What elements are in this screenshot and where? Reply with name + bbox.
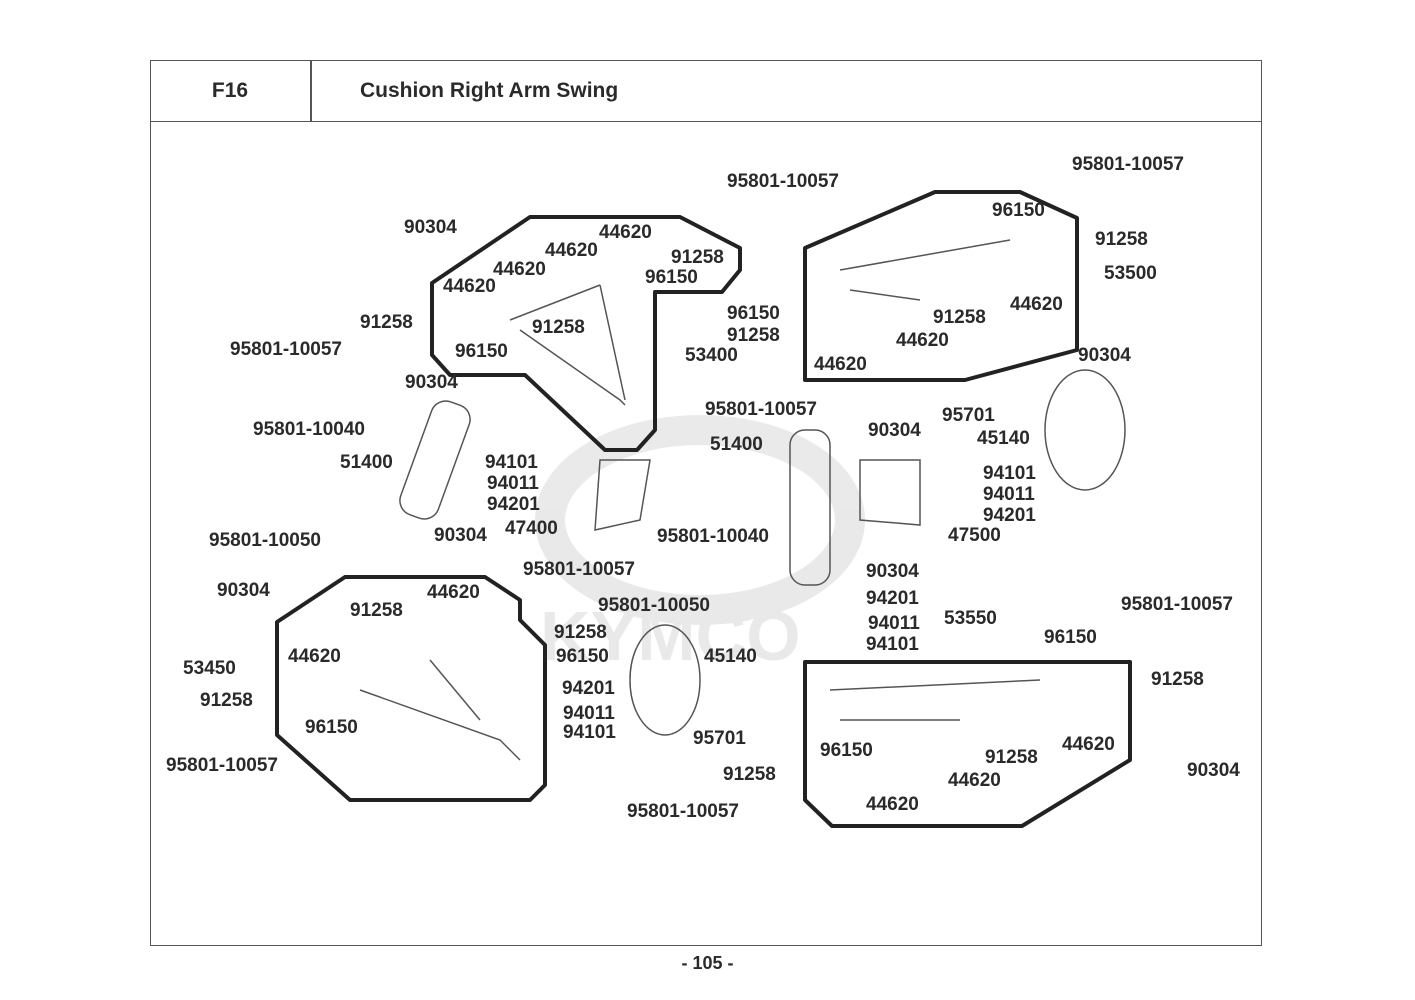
lower-arm-left [359, 659, 521, 761]
part-number-callout: 95801-10057 [230, 339, 342, 360]
part-number-callout: 94201 [562, 678, 615, 699]
part-number-callout: 95801-10050 [598, 595, 710, 616]
part-number-callout: 94201 [983, 505, 1036, 526]
part-number-callout: 44620 [1010, 294, 1063, 315]
lower-arm-right [829, 679, 1041, 721]
part-number-callout: 90304 [434, 525, 487, 546]
part-number-callout: 44620 [443, 276, 496, 297]
part-number-callout: 44620 [599, 222, 652, 243]
header-row [150, 60, 1262, 122]
diagram-frame [150, 60, 1262, 946]
part-number-callout: 44620 [1062, 734, 1115, 755]
part-number-callout: 94201 [866, 588, 919, 609]
shock-absorber-right [789, 429, 831, 586]
part-number-callout: 44620 [288, 646, 341, 667]
knuckle-left [594, 459, 651, 531]
part-number-callout: 91258 [350, 600, 403, 621]
part-number-callout: 53550 [944, 608, 997, 629]
part-number-callout: 45140 [704, 646, 757, 667]
part-number-callout: 45140 [977, 428, 1030, 449]
part-number-callout: 94011 [868, 613, 920, 634]
part-number-callout: 95801-10040 [253, 419, 365, 440]
part-number-callout: 44620 [545, 240, 598, 261]
group-outline-53400 [430, 215, 742, 452]
figure-code: F16 [211, 79, 249, 102]
upper-arm-right [839, 239, 1011, 301]
part-number-callout: 90304 [217, 580, 270, 601]
part-number-callout: 94201 [487, 494, 540, 515]
part-number-callout: 95801-10057 [727, 171, 839, 192]
part-number-callout: 91258 [1095, 229, 1148, 250]
part-number-callout: 91258 [532, 317, 585, 338]
part-number-callout: 91258 [200, 690, 253, 711]
part-number-callout: 96150 [645, 267, 698, 288]
shock-absorber-left [399, 400, 471, 520]
part-number-callout: 94011 [983, 484, 1035, 505]
upper-arm-left [509, 284, 626, 406]
part-number-callout: 95801-10057 [627, 801, 739, 822]
part-number-callout: 91258 [933, 307, 986, 328]
part-number-callout: 51400 [710, 434, 763, 455]
part-number-callout: 94011 [487, 473, 539, 494]
part-number-callout: 47400 [505, 518, 558, 539]
part-number-callout: 95801-10057 [523, 559, 635, 580]
part-number-callout: 51400 [340, 452, 393, 473]
part-number-callout: 90304 [404, 217, 457, 238]
part-number-callout: 44620 [814, 354, 867, 375]
part-number-callout: 95801-10057 [166, 755, 278, 776]
part-number-callout: 91258 [723, 764, 776, 785]
part-number-callout: 53500 [1104, 263, 1157, 284]
part-number-callout: 96150 [727, 303, 780, 324]
svg-text:KYMCO: KYMCO [540, 597, 801, 675]
part-number-callout: 53450 [183, 658, 236, 679]
kymco-watermark: KYMCO [535, 415, 865, 675]
part-number-callout: 96150 [455, 341, 508, 362]
brake-disc-right [1044, 369, 1126, 491]
part-number-callout: 44620 [948, 770, 1001, 791]
page-number: - 105 - [681, 953, 734, 973]
part-number-callout: 44620 [493, 259, 546, 280]
part-number-callout: 95801-10057 [705, 399, 817, 420]
part-number-callout: 95801-10050 [209, 530, 321, 551]
part-number-callout: 94011 [563, 703, 615, 724]
knuckle-right [859, 459, 921, 526]
part-number-callout: 47500 [948, 525, 1001, 546]
part-number-callout: 95701 [942, 405, 995, 426]
figure-title: Cushion Right Arm Swing [360, 79, 619, 102]
group-outline-53550 [803, 660, 1132, 828]
part-number-callout: 44620 [866, 794, 919, 815]
header-divider [310, 60, 312, 122]
part-number-callout: 96150 [820, 740, 873, 761]
brake-disc-left [629, 624, 701, 736]
part-number-callout: 95801-10057 [1072, 154, 1184, 175]
part-number-callout: 44620 [427, 582, 480, 603]
part-number-callout: 95701 [693, 728, 746, 749]
part-number-callout: 95801-10057 [1121, 594, 1233, 615]
part-number-callout: 90304 [866, 561, 919, 582]
group-outline-53500 [803, 190, 1079, 382]
part-number-callout: 96150 [305, 717, 358, 738]
part-number-callout: 91258 [554, 622, 607, 643]
part-number-callout: 94101 [866, 634, 919, 655]
part-number-callout: 91258 [727, 325, 780, 346]
part-number-callout: 90304 [405, 372, 458, 393]
part-number-callout: 44620 [896, 330, 949, 351]
part-number-callout: 91258 [985, 747, 1038, 768]
part-number-callout: 91258 [360, 312, 413, 333]
part-number-callout: 94101 [485, 452, 538, 473]
part-number-callout: 96150 [556, 646, 609, 667]
part-number-callout: 91258 [671, 247, 724, 268]
part-number-callout: 94101 [983, 463, 1036, 484]
part-number-callout: 90304 [1187, 760, 1240, 781]
part-number-callout: 90304 [1078, 345, 1131, 366]
part-number-callout: 95801-10040 [657, 526, 769, 547]
part-number-callout: 96150 [1044, 627, 1097, 648]
part-number-callout: 53400 [685, 345, 738, 366]
part-number-callout: 90304 [868, 420, 921, 441]
group-outline-53450 [275, 575, 547, 802]
part-number-callout: 96150 [992, 200, 1045, 221]
part-number-callout: 91258 [1151, 669, 1204, 690]
part-number-callout: 94101 [563, 722, 616, 743]
